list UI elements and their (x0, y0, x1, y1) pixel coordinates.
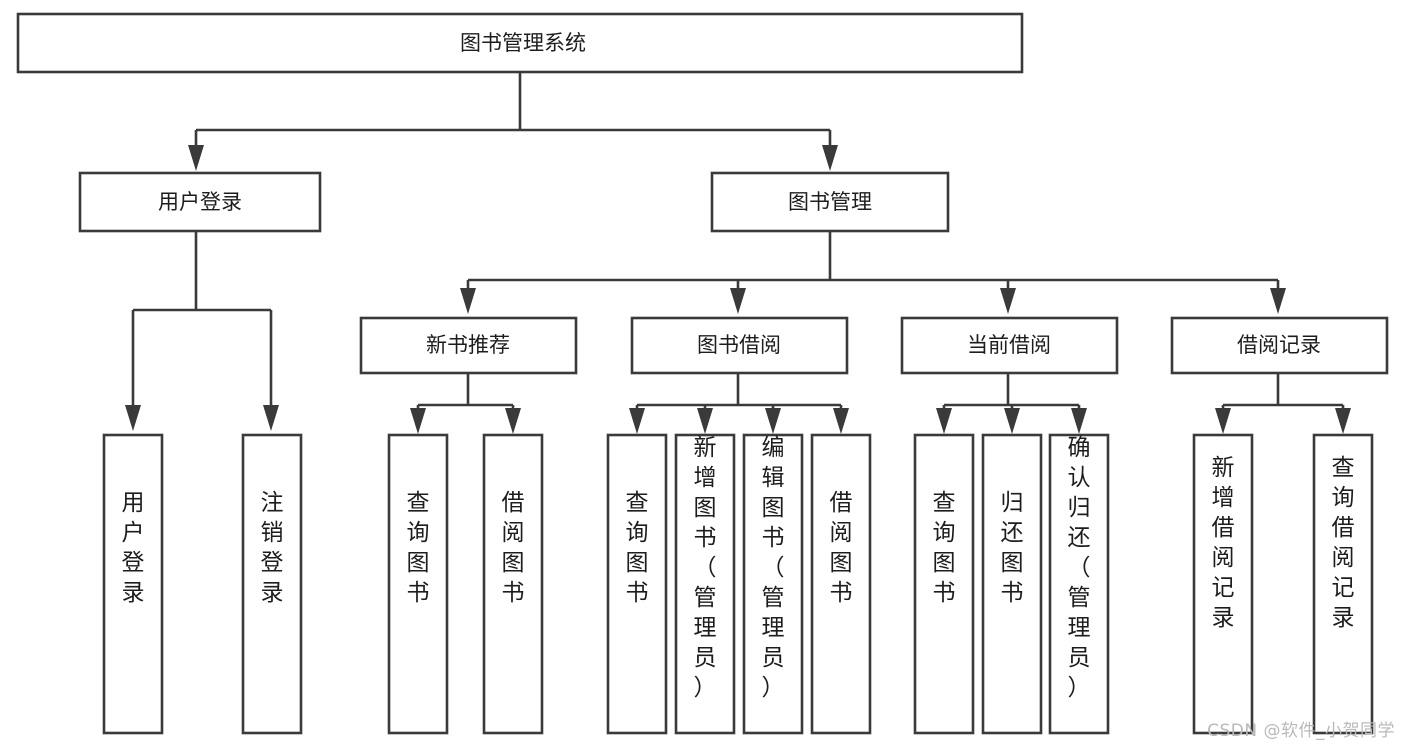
connector-layer (125, 72, 1351, 434)
node-leaf-add-borrow-record[interactable]: 新增借阅记录 (1192, 433, 1254, 735)
node-leaf-return-book[interactable]: 归还图书 (981, 433, 1043, 735)
node-box-leaf-add-borrow-record[interactable] (1192, 433, 1254, 735)
node-leaf-logout-login[interactable]: 注销登录 (241, 433, 303, 735)
node-box-leaf-logout-login[interactable] (241, 433, 303, 735)
node-borrow-record[interactable]: 借阅记录 (1170, 316, 1389, 375)
arrow-icon-leaf-edit-book (765, 408, 781, 434)
node-box-root[interactable] (16, 12, 1024, 74)
arrow-icon-leaf-query-book-3 (936, 408, 952, 434)
node-leaf-user-login[interactable]: 用户登录 (102, 433, 164, 735)
arrow-icon-leaf-borrow-book-1 (505, 408, 521, 434)
node-label-borrow-record: 借阅记录 (1237, 333, 1321, 357)
node-box-leaf-query-book-1[interactable] (387, 433, 449, 735)
node-label-leaf-query-book-2: 查询图书 (626, 490, 649, 606)
node-box-current-borrow[interactable] (900, 316, 1119, 375)
node-leaf-borrow-book-2[interactable]: 借阅图书 (810, 433, 872, 735)
node-current-borrow[interactable]: 当前借阅 (900, 316, 1119, 375)
node-user-login[interactable]: 用户登录 (78, 171, 322, 233)
node-box-leaf-query-book-3[interactable] (913, 433, 975, 735)
arrow-icon-user-login (188, 145, 204, 171)
node-label-new-book-recommend: 新书推荐 (426, 333, 510, 357)
arrow-icon-leaf-add-borrow-record (1215, 408, 1231, 434)
node-box-leaf-borrow-book-2[interactable] (810, 433, 872, 735)
node-label-leaf-return-book: 归还图书 (1001, 490, 1024, 606)
node-label-book-management: 图书管理 (788, 190, 872, 214)
node-new-book-recommend[interactable]: 新书推荐 (359, 316, 578, 375)
arrow-icon-leaf-user-login (125, 405, 141, 431)
node-root-system[interactable]: 图书管理系统 (16, 12, 1024, 74)
node-box-book-management[interactable] (710, 171, 950, 233)
node-label-leaf-query-book-3: 查询图书 (933, 490, 956, 606)
node-box-leaf-return-book[interactable] (981, 433, 1043, 735)
node-box-new-book-recommend[interactable] (359, 316, 578, 375)
node-leaf-borrow-book-1[interactable]: 借阅图书 (482, 433, 544, 735)
node-book-management[interactable]: 图书管理 (710, 171, 950, 233)
node-label-current-borrow: 当前借阅 (967, 333, 1051, 357)
node-label-leaf-add-book: 新增图书（管理员） (694, 435, 717, 701)
node-label-leaf-user-login: 用户登录 (122, 490, 145, 606)
arrow-icon-current-borrow (1000, 288, 1016, 314)
node-label-leaf-borrow-book-2: 借阅图书 (830, 490, 853, 606)
arrow-icon-leaf-query-book-1 (410, 408, 426, 434)
arrow-icon-leaf-return-book (1004, 408, 1020, 434)
arrow-icon-leaf-logout-login (263, 405, 279, 431)
arrow-icon-book-borrow (730, 288, 746, 314)
node-box-leaf-query-borrow-record[interactable] (1312, 433, 1374, 735)
node-box-leaf-confirm-return[interactable] (1048, 433, 1110, 735)
node-leaf-query-book-3[interactable]: 查询图书 (913, 433, 975, 735)
arrow-icon-borrow-record (1270, 288, 1286, 314)
arrow-icon-leaf-add-book (697, 408, 713, 434)
node-label-leaf-query-borrow-record: 查询借阅记录 (1332, 455, 1355, 631)
node-box-leaf-add-book[interactable] (674, 433, 736, 735)
node-leaf-add-book[interactable]: 新增图书（管理员） (674, 433, 736, 735)
arrow-icon-leaf-query-book-2 (629, 408, 645, 434)
node-box-leaf-borrow-book-1[interactable] (482, 433, 544, 735)
node-leaf-edit-book[interactable]: 编辑图书（管理员） (742, 433, 804, 735)
node-label-leaf-add-borrow-record: 新增借阅记录 (1212, 455, 1235, 631)
node-label-root: 图书管理系统 (460, 31, 586, 55)
node-box-borrow-record[interactable] (1170, 316, 1389, 375)
node-box-book-borrow[interactable] (630, 316, 849, 375)
arrow-icon-leaf-borrow-book-2 (833, 408, 849, 434)
arrow-icon-leaf-confirm-return (1071, 408, 1087, 434)
node-leaf-confirm-return[interactable]: 确认归还（管理员） (1048, 433, 1110, 735)
node-box-leaf-edit-book[interactable] (742, 433, 804, 735)
arrow-icon-new-book-recommend (460, 288, 476, 314)
node-label-book-borrow: 图书借阅 (697, 333, 781, 357)
node-label-leaf-confirm-return: 确认归还（管理员） (1068, 435, 1091, 701)
node-box-leaf-user-login[interactable] (102, 433, 164, 735)
node-book-borrow[interactable]: 图书借阅 (630, 316, 849, 375)
node-box-user-login[interactable] (78, 171, 322, 233)
node-leaf-query-book-2[interactable]: 查询图书 (606, 433, 668, 735)
node-label-leaf-edit-book: 编辑图书（管理员） (762, 435, 785, 701)
node-box-leaf-query-book-2[interactable] (606, 433, 668, 735)
node-label-leaf-query-book-1: 查询图书 (407, 490, 430, 606)
node-label-leaf-logout-login: 注销登录 (261, 490, 284, 606)
node-leaf-query-book-1[interactable]: 查询图书 (387, 433, 449, 735)
node-leaf-query-borrow-record[interactable]: 查询借阅记录 (1312, 433, 1374, 735)
arrow-icon-book-management (822, 145, 838, 171)
node-label-user-login: 用户登录 (158, 190, 242, 214)
arrow-icon-leaf-query-borrow-record (1335, 408, 1351, 434)
node-label-leaf-borrow-book-1: 借阅图书 (502, 490, 525, 606)
